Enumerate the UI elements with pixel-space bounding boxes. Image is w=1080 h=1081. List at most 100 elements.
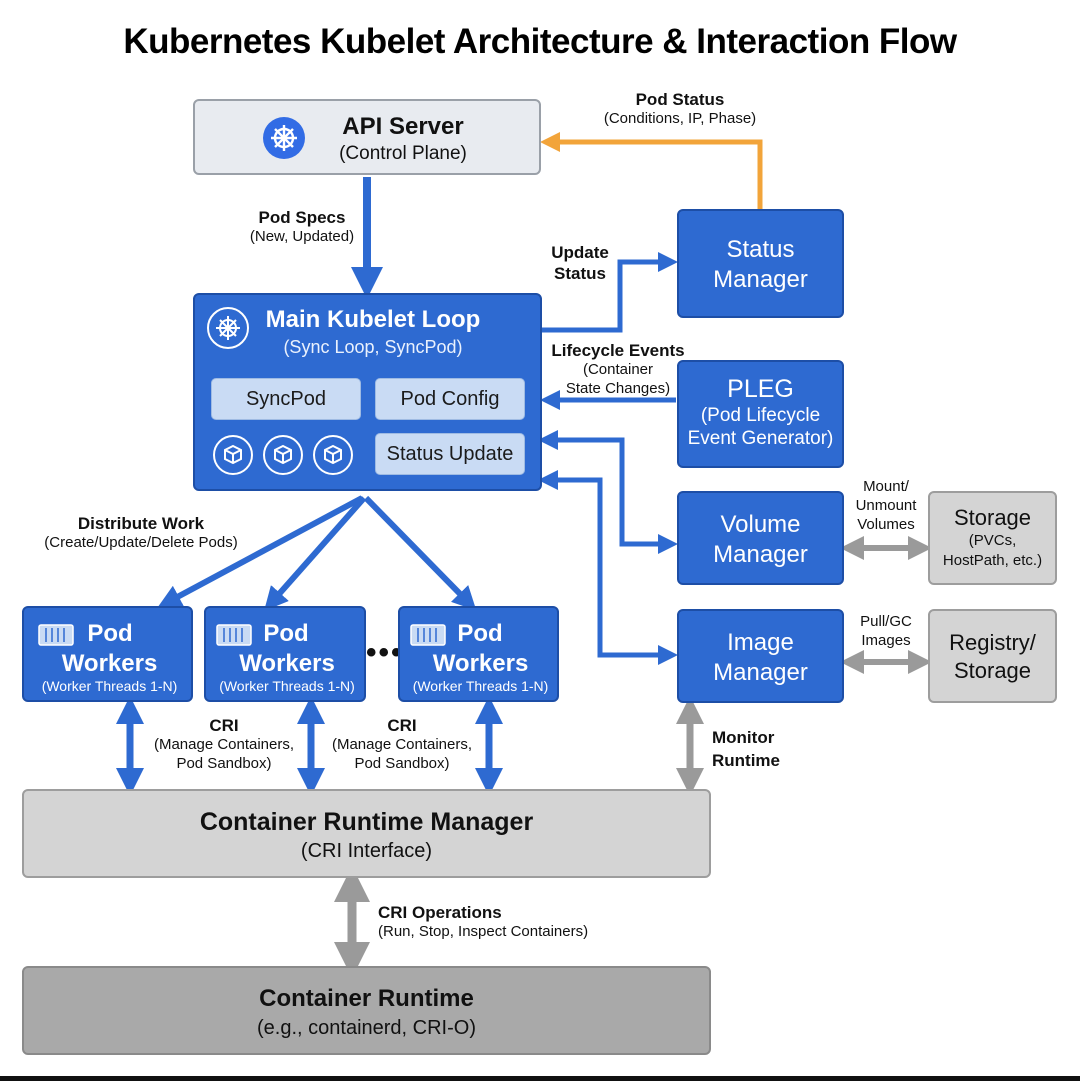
- pod-workers-title: Pod: [263, 620, 309, 647]
- api-server-node: API Server (Control Plane): [193, 99, 541, 175]
- update-status-label: Update Status: [540, 242, 620, 284]
- distribute-title: Distribute Work: [77, 514, 205, 533]
- pod-workers-title: Pod: [87, 620, 133, 647]
- cri-label-2: CRI (Manage Containers, Pod Sandbox): [318, 716, 486, 773]
- status-manager-line1: Status: [726, 236, 795, 263]
- api-server-subtitle: (Control Plane): [339, 143, 467, 164]
- pod-workers-sub: (Worker Threads 1-N): [412, 678, 549, 694]
- container-runtime-node: Container Runtime (e.g., containerd, CRI…: [22, 966, 711, 1055]
- pod-workers-title-2: Workers: [432, 650, 529, 677]
- pod-workers-node-3: Pod Workers (Worker Threads 1-N): [398, 606, 559, 702]
- cri-operations-label: CRI Operations (Run, Stop, Inspect Conta…: [378, 903, 628, 941]
- volume-manager-node: Volume Manager: [677, 491, 844, 585]
- image-manager-node: Image Manager: [677, 609, 844, 703]
- distribute-sub: (Create/Update/Delete Pods): [44, 534, 238, 551]
- runtime-manager-subtitle: (CRI Interface): [300, 840, 433, 862]
- pod-workers-sub: (Worker Threads 1-N): [219, 678, 355, 694]
- pull-line1: Pull/GC: [860, 613, 912, 630]
- distribute-arrow-1: [157, 495, 364, 608]
- volume-manager-arrow: [538, 430, 678, 554]
- storage-line2: (PVCs,: [968, 532, 1017, 549]
- container-icon: [216, 622, 252, 646]
- pod-specs-title: Pod Specs: [258, 208, 346, 227]
- image-manager-line2: Manager: [713, 659, 808, 686]
- cri-title: CRI: [387, 716, 417, 735]
- pod-workers-node-1: Pod Workers (Worker Threads 1-N): [22, 606, 193, 702]
- pod-workers-title-2: Workers: [239, 650, 335, 677]
- storage-node: Storage (PVCs, HostPath, etc.): [928, 491, 1057, 585]
- pod-status-title: Pod Status: [635, 90, 725, 109]
- distribute-arrow-3: [363, 495, 477, 611]
- storage-title: Storage: [953, 505, 1032, 530]
- runtime-manager-title: Container Runtime Manager: [199, 808, 534, 836]
- runtime-title: Container Runtime: [259, 985, 474, 1012]
- cri-sub2: Pod Sandbox): [176, 755, 272, 772]
- cri-label-1: CRI (Manage Containers, Pod Sandbox): [140, 716, 308, 773]
- pull-line2: Images: [861, 632, 911, 649]
- container-icon: [38, 622, 74, 646]
- more-workers-ellipsis: •••: [366, 636, 404, 669]
- status-manager-line2: Manager: [713, 266, 808, 293]
- update-status-line2: Status: [554, 264, 606, 283]
- cri-sub1: (Manage Containers,: [331, 736, 473, 753]
- volume-manager-line2: Manager: [713, 541, 808, 568]
- update-status-arrow: [542, 252, 678, 333]
- kubernetes-wheel-icon: [263, 117, 305, 159]
- bottom-rule: [0, 1076, 1080, 1081]
- main-loop-title: Main Kubelet Loop: [265, 306, 481, 333]
- mount-line3: Volumes: [857, 516, 915, 533]
- status-update-chip: Status Update: [375, 433, 525, 475]
- cube-icon: [213, 435, 253, 475]
- image-manager-arrow: [538, 470, 678, 665]
- main-loop-subtitle: (Sync Loop, SyncPod): [283, 337, 463, 357]
- pull-images-label: Pull/GC Images: [846, 612, 926, 650]
- cri-title: CRI: [209, 716, 239, 735]
- mount-line2: Unmount: [855, 497, 917, 514]
- lifecycle-title: Lifecycle Events: [551, 341, 685, 360]
- lifecycle-sub2: State Changes): [565, 380, 671, 397]
- pod-workers-title-2: Workers: [61, 650, 158, 677]
- pod-status-label: Pod Status (Conditions, IP, Phase): [580, 90, 780, 128]
- pleg-line2: (Pod Lifecycle: [700, 405, 821, 426]
- container-icon: [410, 622, 446, 646]
- registry-line1: Registry/: [949, 630, 1036, 655]
- status-manager-node: Status Manager: [677, 209, 844, 318]
- pod-specs-label: Pod Specs (New, Updated): [232, 208, 372, 246]
- lifecycle-events-label: Lifecycle Events (Container State Change…: [538, 341, 698, 398]
- main-kubelet-loop-node: Main Kubelet Loop (Sync Loop, SyncPod) S…: [193, 293, 542, 491]
- volume-manager-line1: Volume: [720, 511, 801, 538]
- pleg-node: PLEG (Pod Lifecycle Event Generator): [677, 360, 844, 468]
- update-status-line1: Update: [551, 243, 609, 262]
- distribute-arrow-2: [264, 496, 367, 611]
- cri-ops-sub: (Run, Stop, Inspect Containers): [378, 923, 589, 940]
- pod-status-arrow: [540, 132, 763, 210]
- monitor-line1: Monitor: [712, 728, 775, 747]
- monitor-runtime-label: Monitor Runtime: [712, 726, 792, 772]
- cube-icon: [313, 435, 353, 475]
- cri-sub1: (Manage Containers,: [153, 736, 295, 753]
- mount-line1: Mount/: [863, 478, 909, 495]
- cube-icon: [263, 435, 303, 475]
- image-manager-line1: Image: [727, 629, 794, 656]
- pod-workers-node-2: Pod Workers (Worker Threads 1-N): [204, 606, 366, 702]
- kubernetes-wheel-icon: [207, 307, 249, 349]
- distribute-work-label: Distribute Work (Create/Update/Delete Po…: [26, 514, 256, 552]
- registry-storage-node: Registry/ Storage: [928, 609, 1057, 703]
- pod-status-sub: (Conditions, IP, Phase): [603, 110, 757, 127]
- lifecycle-sub1: (Container: [582, 361, 654, 378]
- storage-line3: HostPath, etc.): [942, 552, 1043, 569]
- registry-line2: Storage: [953, 658, 1032, 683]
- cri-ops-title: CRI Operations: [378, 903, 502, 922]
- pod-config-chip: Pod Config: [375, 378, 525, 420]
- container-runtime-manager-node: Container Runtime Manager (CRI Interface…: [22, 789, 711, 878]
- diagram-title: Kubernetes Kubelet Architecture & Intera…: [123, 22, 957, 61]
- syncpod-chip: SyncPod: [211, 378, 361, 420]
- pleg-title: PLEG: [727, 375, 794, 403]
- api-server-title: API Server: [342, 113, 464, 140]
- runtime-subtitle: (e.g., containerd, CRI-O): [257, 1017, 476, 1039]
- pod-specs-sub: (New, Updated): [249, 228, 355, 245]
- monitor-line2: Runtime: [712, 751, 780, 770]
- pod-workers-title: Pod: [457, 620, 503, 647]
- pod-workers-sub: (Worker Threads 1-N): [41, 678, 178, 694]
